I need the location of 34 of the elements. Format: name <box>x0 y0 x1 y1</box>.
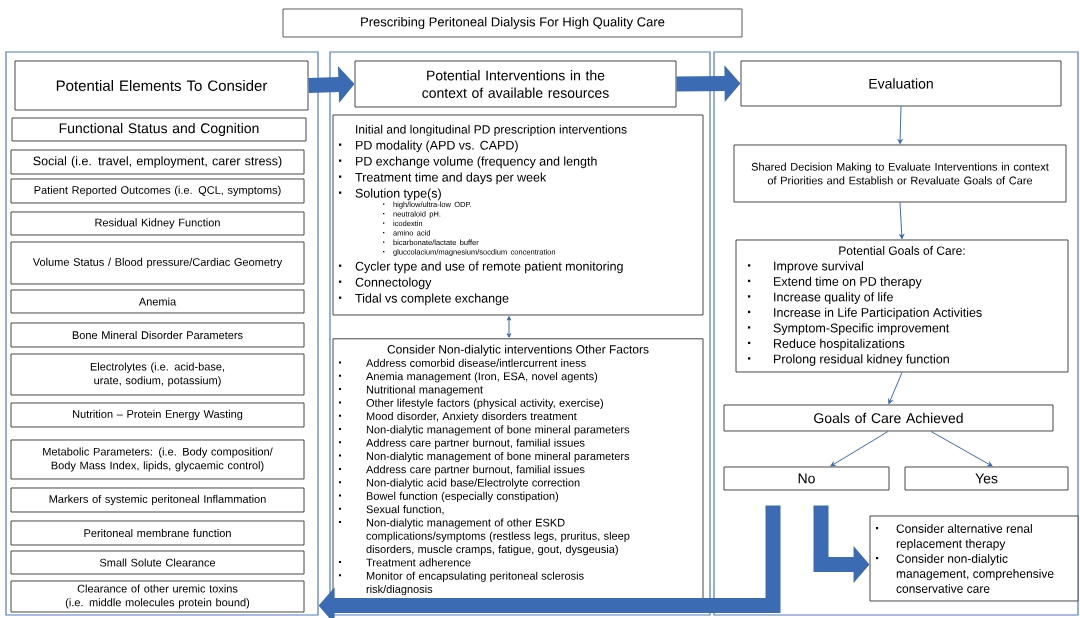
text-box: Electrolytes (i.e. acid-base, urate, sodium, potassium) <box>10 353 305 396</box>
panel-frame <box>5 51 319 616</box>
arrow <box>899 201 905 239</box>
header-box: Evaluation <box>740 60 1062 107</box>
arrow <box>897 105 903 144</box>
text-box: Social (i.e. travel, employment, carer stress) <box>10 149 305 175</box>
text-box: Small Solute Clearance <box>10 550 305 575</box>
text-box: Nutrition – Protein Energy Wasting <box>10 402 305 428</box>
list-box: Potential Goals of Care: Improve survival Extend time on PD therapy Increase quality of life Increase in Life Participation Activities Symptom-Specific improvement Reduce hospitalizations Prolong residual kidney function <box>735 239 1069 373</box>
title-box: Prescribing Peritoneal Dialysis For High Quality Care <box>282 8 743 38</box>
panel-frame <box>713 51 1079 616</box>
text-box: Patient Reported Outcomes (i.e. QCL, symptoms) <box>10 178 305 204</box>
text-box: Metabolic Parameters: (i.e. Body composition/ Body Mass Index, lipids, glycaemic control) <box>10 439 305 480</box>
text-box: Markers of systemic peritoneal Inflammation <box>10 487 305 513</box>
list-box: Consider alternative renal replacement therapy Consider non-dialytic management, comprehensive conservative care <box>869 515 1079 602</box>
text-box: Bone Mineral Disorder Parameters <box>10 322 305 348</box>
arrow <box>506 316 512 338</box>
text-box: Residual Kidney Function <box>10 211 305 236</box>
list-box: Consider Non-dialytic interventions Other Factors Address comorbid disease/intlercurrent iness Anemia management (Iron, ESA, novel agents) Nutritional management Other lifestyle factors (physical activity, exercise) Mood disorder, Anxiety disorders treatment Non-dialytic management of bone mineral parameters Address care partner burnout, familial issues Non-dialytic management of bone mineral parameters Address care partner burnout, familial issues Non-dialytic acid base/Electrolyte correction Bowel function (especially constipation) Sexual function, Non-dialytic management of other ESKD complications/symptoms (restless legs, pruritus, sleep disorders, muscle cramps, fatigue, gout, dysgeusia) Treatment adherence Monitor of encapsulating peritoneal sclerosis risk/diagnosis <box>332 338 704 602</box>
header-box: Potential Elements To Consider <box>14 60 309 111</box>
text-box: Goals of Care Achieved <box>723 404 1054 432</box>
text-box: Peritoneal membrane function <box>10 520 305 546</box>
arrow <box>830 430 889 467</box>
arrow <box>888 371 903 404</box>
text-box: Functional Status and Cognition <box>11 117 307 142</box>
header-box: Potential Interventions in the context of available resources <box>354 60 677 108</box>
text-box: No <box>723 466 890 491</box>
text-box: Clearance of other uremic toxins (i.e. middle molecules protein bound) <box>10 580 305 613</box>
panel-frame <box>329 51 711 616</box>
arrow <box>930 430 993 467</box>
text-box: Yes <box>904 466 1069 491</box>
text-box: Volume Status / Blood pressure/Cardiac Geometry <box>10 241 305 285</box>
text-box: Anemia <box>10 289 305 314</box>
text-box: Shared Decision Making to Evaluate Interventions in context of Priorities and Establish or Revaluate Goals of Care <box>733 144 1067 203</box>
